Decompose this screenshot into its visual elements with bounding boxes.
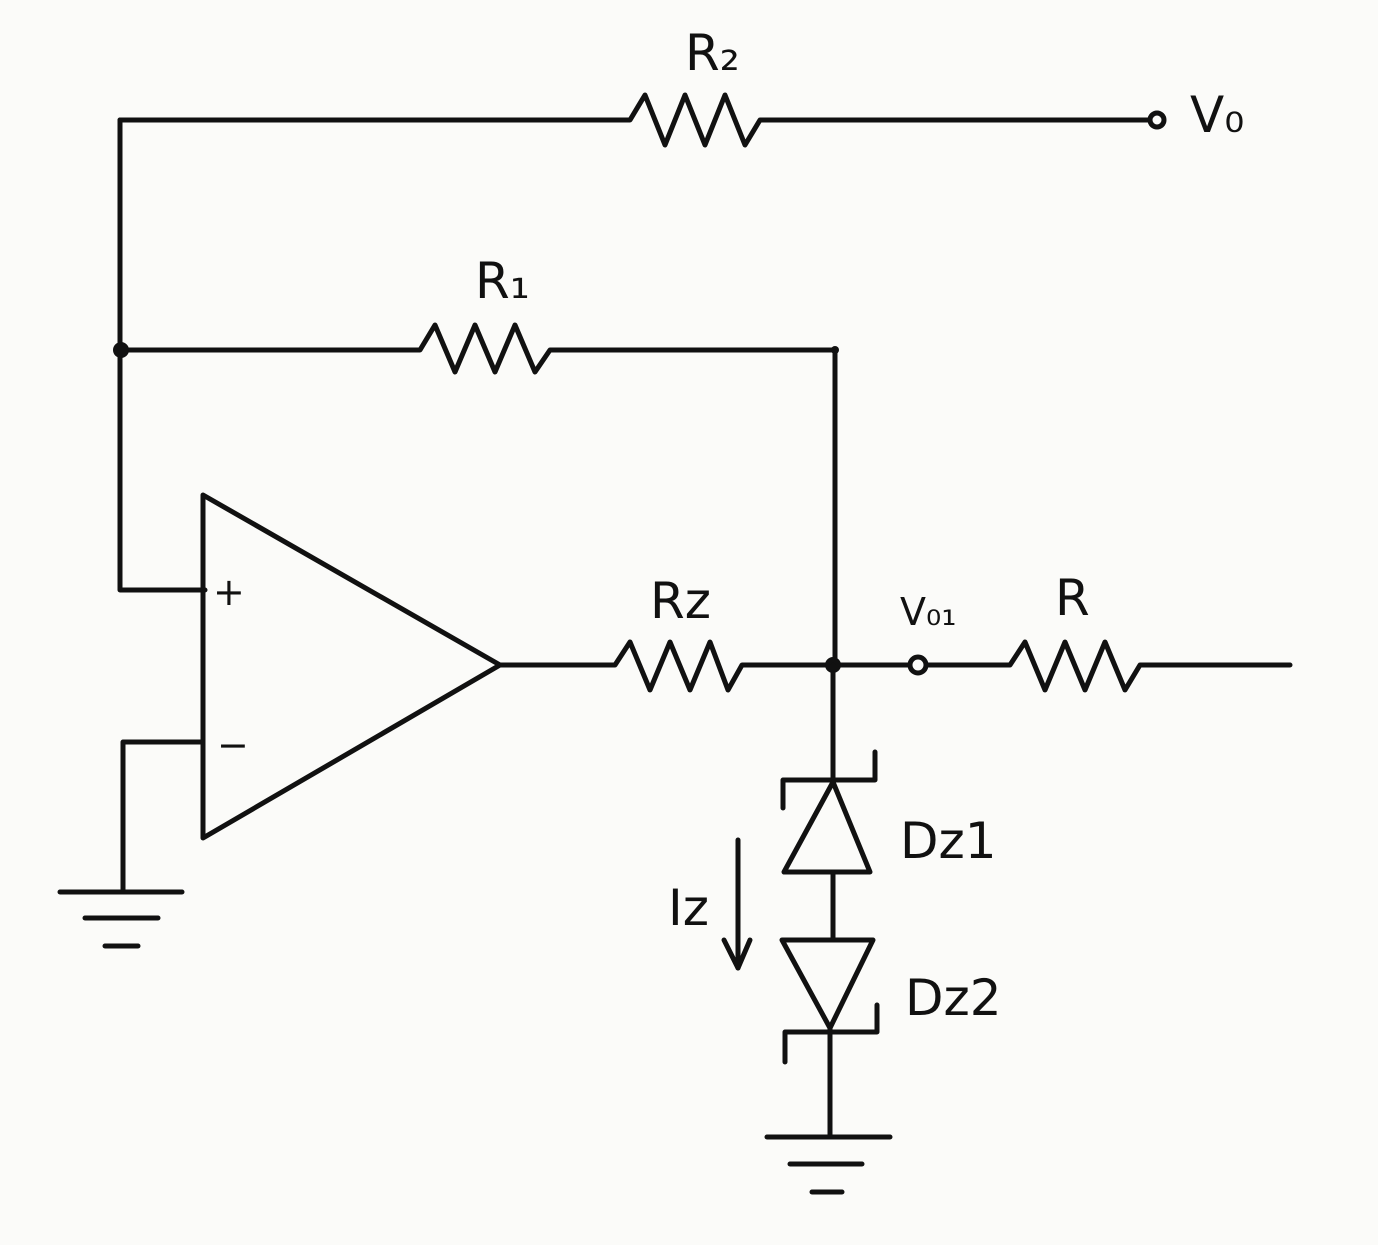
r1-label: R₁ — [475, 252, 530, 310]
ground-left — [57, 889, 185, 949]
resistor-r — [923, 639, 1293, 693]
op-amp-triangle — [200, 492, 503, 841]
r2-branch: R₂ V₀ — [117, 24, 1244, 593]
dz2-triangle — [779, 937, 876, 1031]
minus-input-label: − — [217, 723, 249, 767]
resistor-r1 — [402, 322, 838, 668]
plus-input-label: + — [213, 570, 245, 614]
junction-r1-left — [113, 342, 129, 358]
dz2-label: Dz2 — [905, 969, 1002, 1027]
ground-bottom — [764, 1134, 893, 1195]
r-label: R — [1055, 569, 1090, 627]
r-branch: V₀₁ R — [900, 569, 1293, 693]
r2-label: R₂ — [685, 24, 740, 82]
rz-label: Rz — [650, 572, 711, 630]
vo-label: V₀ — [1190, 86, 1244, 144]
iz-arrow: Iz — [668, 837, 753, 971]
wire-minus-to-ground — [120, 739, 206, 893]
dz1-bar — [780, 749, 878, 811]
resistor-r2 — [607, 92, 1153, 148]
junction-r1-right — [831, 346, 839, 354]
vo-terminal — [1147, 110, 1167, 130]
dz1-triangle — [781, 779, 873, 875]
r1-branch: R₁ — [113, 252, 839, 668]
resistor-rz — [497, 639, 915, 693]
op-amp: + − — [120, 492, 503, 893]
iz-label: Iz — [668, 879, 709, 937]
dz1-label: Dz1 — [900, 812, 997, 870]
wire-left-vertical — [117, 117, 208, 593]
zener-stack: Dz1 Dz2 — [779, 662, 1002, 1138]
rz-branch: Rz — [497, 572, 915, 693]
vo1-label: V₀₁ — [900, 590, 956, 634]
